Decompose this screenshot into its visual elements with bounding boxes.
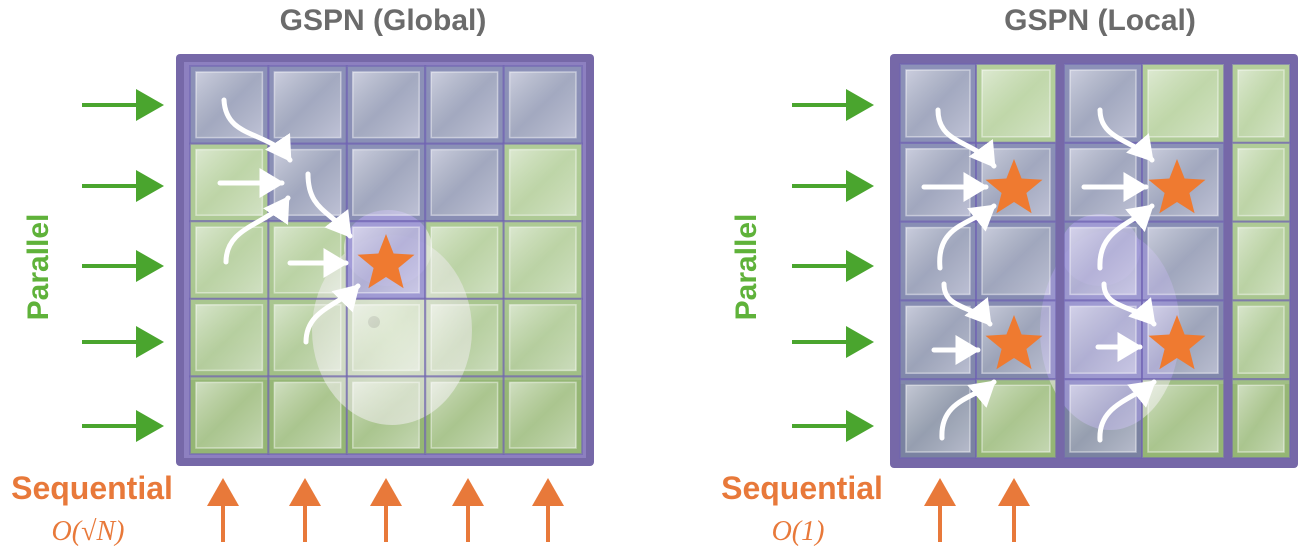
glass-cell: [1231, 378, 1291, 460]
global-grid: [189, 65, 584, 455]
glass-cell: [189, 297, 270, 378]
highlight-cell: [975, 220, 1057, 302]
white-curved-arrow-icon: [941, 281, 993, 327]
star-icon: [1148, 159, 1206, 214]
glass-cell: [502, 220, 584, 300]
star-icon: [985, 315, 1043, 370]
white-curved-arrow-icon: [937, 203, 997, 271]
global-propagation-arrows: [217, 97, 361, 345]
global-parallel-arrows: [82, 89, 164, 442]
glass-cell: [345, 375, 427, 455]
local-parallel-label: Parallel: [730, 214, 763, 321]
highlight-cell: [1141, 220, 1225, 302]
global-panel: GSPN (Global) Parallel: [11, 4, 594, 547]
glass-cell: [424, 297, 505, 378]
white-curved-arrow-icon: [1101, 281, 1157, 327]
glass-cell: [975, 63, 1057, 144]
highlight-cell: [345, 65, 427, 145]
highlight-cell: [899, 378, 977, 460]
glass-cell: [502, 142, 584, 223]
glass-cell: [267, 375, 348, 455]
highlight-cell: [899, 299, 977, 381]
highlight-cell: [975, 299, 1057, 381]
local-propagation-arrows: [921, 107, 1157, 443]
highlight-cell: [267, 65, 348, 145]
highlight-cell: [345, 142, 427, 223]
white-curved-arrow-icon: [1097, 379, 1157, 443]
global-complexity-label: O(√N): [52, 516, 125, 547]
highlight-cell: [424, 65, 505, 145]
highlight-cell: [424, 142, 505, 223]
glass-cell: [267, 220, 348, 300]
glass-cell: [1231, 220, 1291, 302]
local-sequential-arrows: [924, 478, 1030, 542]
glass-cell: [345, 297, 427, 378]
white-curved-arrow-icon: [1097, 203, 1155, 271]
white-curved-arrow-icon: [935, 107, 997, 169]
star-icon: [985, 159, 1043, 214]
local-title: GSPN (Local): [1004, 4, 1196, 37]
highlight-cell: [502, 65, 584, 145]
glass-cell: [1231, 141, 1291, 223]
glass-cell: [975, 378, 1057, 460]
highlight-cell: [1063, 63, 1143, 144]
local-panel: GSPN (Local) Parallel Sequent: [721, 4, 1298, 547]
white-curved-arrow-icon: [939, 379, 997, 441]
glass-cell: [424, 375, 505, 455]
white-curved-arrow-icon: [305, 171, 353, 239]
star-icon: [357, 234, 415, 289]
highlight-cell: [1063, 299, 1143, 381]
local-parallel-arrows: [792, 89, 874, 442]
glass-cell: [1141, 378, 1225, 460]
glass-cell: [1231, 63, 1291, 144]
glass-cell: [1231, 299, 1291, 381]
highlight-cell: [1063, 141, 1143, 223]
highlight-cell: [189, 65, 270, 145]
white-curved-arrow-icon: [223, 195, 291, 265]
white-curved-arrow-icon: [303, 283, 361, 345]
global-parallel-label: Parallel: [22, 214, 55, 321]
highlight-cell: [899, 63, 977, 144]
glass-cell: [502, 375, 584, 455]
glass-cell: [189, 375, 270, 455]
white-curved-arrow-icon: [1097, 107, 1155, 163]
local-sequential-label: Sequential: [721, 470, 883, 506]
global-sequential-arrows: [207, 478, 564, 542]
global-title: GSPN (Global): [280, 4, 487, 37]
glass-cell: [502, 297, 584, 378]
glass-cell: [1141, 63, 1225, 144]
local-grid: [899, 63, 1291, 460]
glass-cell: [424, 220, 505, 300]
star-icon: [1148, 315, 1206, 370]
glass-cell: [189, 220, 270, 300]
highlight-cell: [899, 141, 977, 223]
local-complexity-label: O(1): [772, 516, 825, 547]
global-sequential-label: Sequential: [11, 470, 173, 506]
white-curved-arrow-icon: [221, 97, 293, 163]
